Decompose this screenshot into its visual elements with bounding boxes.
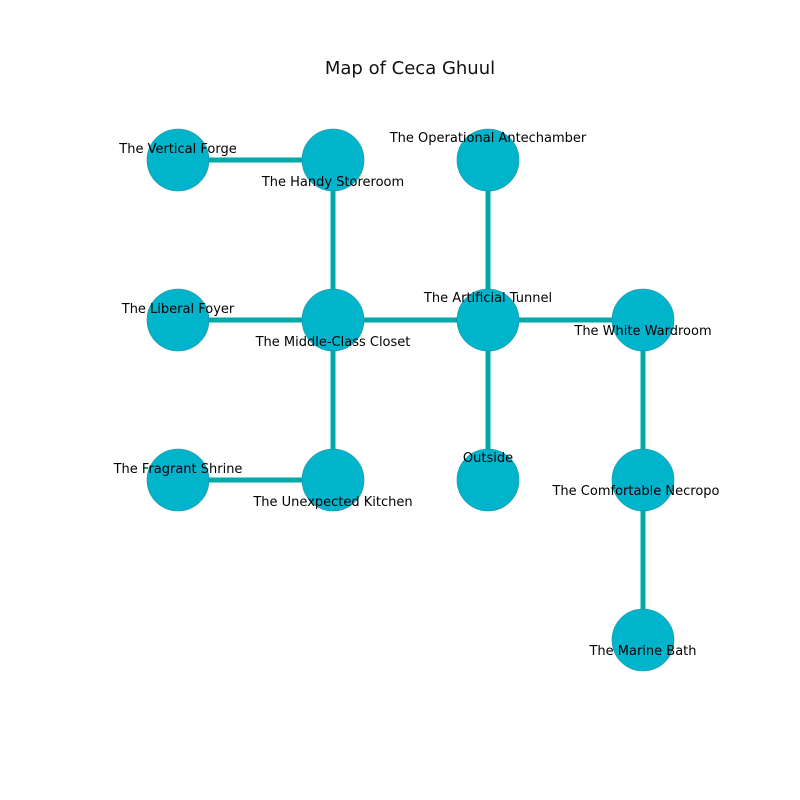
room-label-handy-storeroom: The Handy Storeroom — [261, 175, 404, 190]
room-label-fragrant-shrine: The Fragrant Shrine — [113, 462, 243, 477]
room-node-marine-bath — [611, 608, 675, 672]
room-label-liberal-foyer: The Liberal Foyer — [121, 302, 235, 317]
room-label-unexpected-kitchen: The Unexpected Kitchen — [252, 495, 412, 510]
room-label-white-wardroom: The White Wardroom — [573, 324, 711, 339]
room-node-white-wardroom — [611, 288, 675, 352]
room-label-outside: Outside — [463, 451, 513, 466]
room-node-comfortable-necropolis — [611, 448, 675, 512]
rooms-layer — [146, 128, 675, 672]
room-node-fragrant-shrine — [146, 448, 210, 512]
room-node-outside — [456, 448, 520, 512]
room-label-comfortable-necropolis: The Comfortable Necropolis — [551, 484, 733, 499]
room-node-handy-storeroom — [301, 128, 365, 192]
room-label-middle-class-closet: The Middle-Class Closet — [255, 335, 411, 350]
room-node-liberal-foyer — [146, 288, 210, 352]
room-label-operational-antechamber: The Operational Antechamber — [389, 131, 587, 146]
map-title: Map of Ceca Ghuul — [325, 58, 495, 79]
room-node-artificial-tunnel — [456, 288, 520, 352]
room-label-vertical-forge: The Vertical Forge — [118, 142, 236, 157]
room-label-artificial-tunnel: The Artificial Tunnel — [423, 291, 552, 306]
room-label-marine-bath: The Marine Bath — [588, 644, 696, 659]
room-node-unexpected-kitchen — [301, 448, 365, 512]
room-node-middle-class-closet — [301, 288, 365, 352]
room-node-operational-antechamber — [456, 128, 520, 192]
room-node-vertical-forge — [146, 128, 210, 192]
connections-layer — [178, 157, 646, 640]
